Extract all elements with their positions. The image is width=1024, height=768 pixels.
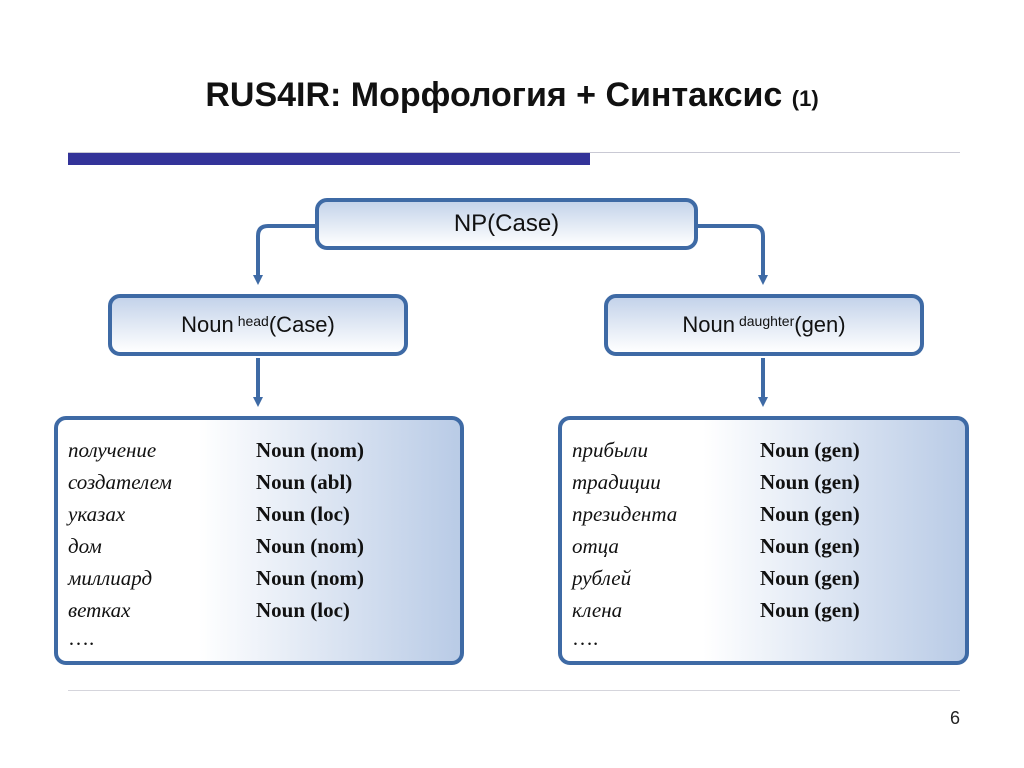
noun-daughter-superscript: daughter (738, 313, 795, 329)
slide-title-text: RUS4IR: Морфология + Синтаксис (205, 76, 783, 114)
arrow-root-to-daughter (696, 224, 768, 285)
example-word: президента (572, 502, 678, 526)
example-word: отца (572, 534, 619, 558)
example-word: рублей (572, 566, 632, 590)
example-row: создателем Noun (abl) (68, 466, 460, 498)
np-case-label: NP(Case) (453, 210, 560, 237)
example-row: ветках Noun (loc) (68, 594, 460, 626)
noun-daughter-suffix: (gen) (794, 312, 846, 337)
noun-head-suffix: (Case) (268, 312, 335, 337)
daughter-examples-ellipsis: …. (572, 626, 599, 650)
example-tag: Noun (gen) (760, 598, 860, 622)
example-row: дом Noun (nom) (68, 530, 460, 562)
noun-head-superscript: head (237, 313, 269, 329)
example-word: традиции (572, 470, 661, 494)
np-case-node: NP(Case) (315, 198, 698, 250)
example-row: президента Noun (gen) (572, 498, 965, 530)
noun-daughter-label: Noun (682, 312, 735, 337)
example-word: прибыли (572, 438, 648, 462)
example-word: дом (68, 534, 102, 558)
example-row: отца Noun (gen) (572, 530, 965, 562)
example-tag: Noun (nom) (256, 438, 364, 462)
example-tag: Noun (loc) (256, 598, 350, 622)
example-word: создателем (68, 470, 172, 494)
example-tag: Noun (nom) (256, 566, 364, 590)
example-row: получение Noun (nom) (68, 434, 460, 466)
footer-divider-line (68, 690, 960, 691)
example-tag: Noun (gen) (760, 438, 860, 462)
example-word: ветках (68, 598, 131, 622)
example-word: получение (68, 438, 157, 462)
example-tag: Noun (nom) (256, 534, 364, 558)
example-word: миллиард (68, 566, 153, 590)
example-row: миллиард Noun (nom) (68, 562, 460, 594)
example-row: прибыли Noun (gen) (572, 434, 965, 466)
example-tag: Noun (gen) (760, 502, 860, 526)
example-row: традиции Noun (gen) (572, 466, 965, 498)
example-tag: Noun (gen) (760, 534, 860, 558)
page-number: 6 (949, 708, 960, 728)
example-tag: Noun (gen) (760, 470, 860, 494)
arrow-root-to-head (253, 224, 318, 285)
head-examples-ellipsis: …. (68, 626, 95, 650)
example-tag: Noun (gen) (760, 566, 860, 590)
title-divider-line (68, 152, 960, 153)
example-word: клена (572, 598, 623, 622)
title-accent-bar (68, 153, 590, 165)
noun-head-label: Noun (181, 312, 234, 337)
example-row: рублей Noun (gen) (572, 562, 965, 594)
slide-title: RUS4IR: Морфология + Синтаксис (1) (0, 76, 1024, 115)
example-tag: Noun (abl) (256, 470, 353, 494)
example-row: указах Noun (loc) (68, 498, 460, 530)
example-word: указах (68, 502, 126, 526)
example-row: клена Noun (gen) (572, 594, 965, 626)
slide-title-suffix: (1) (791, 86, 819, 111)
example-tag: Noun (loc) (256, 502, 350, 526)
